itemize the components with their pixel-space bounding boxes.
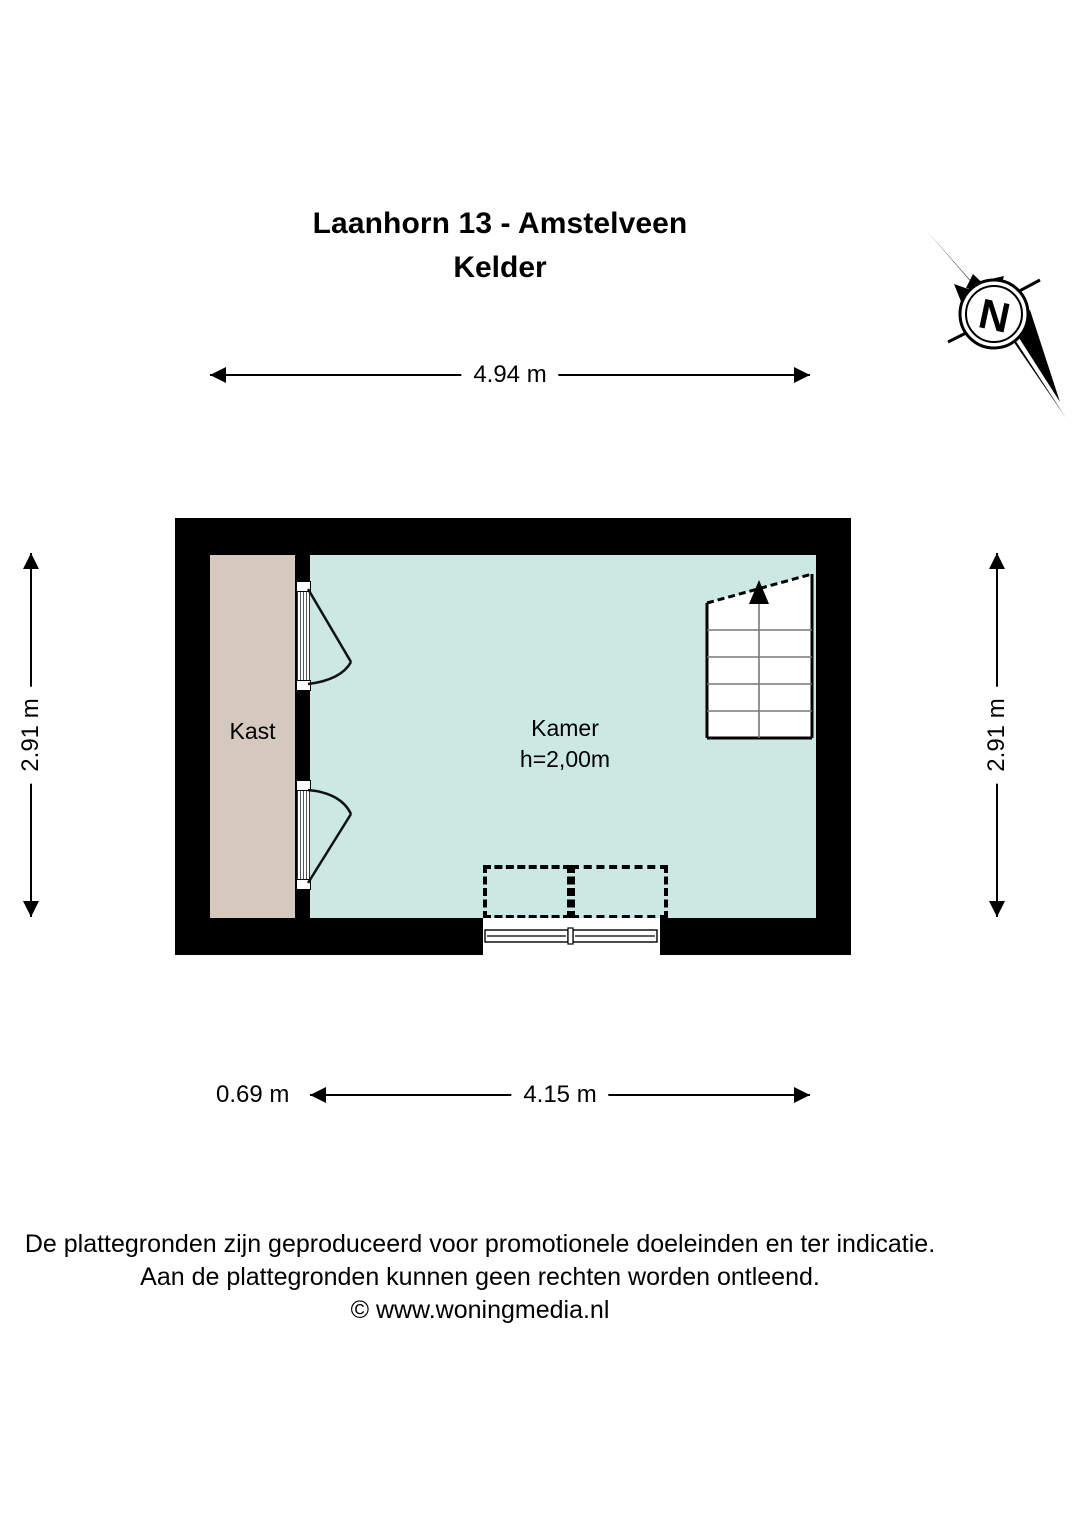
dimension-top-label: 4.94 m xyxy=(461,355,559,395)
arrow-up-icon xyxy=(989,553,1005,569)
staircase-up-icon xyxy=(705,572,814,740)
plan-floor-name: Kelder xyxy=(453,251,547,284)
dimension-bottom-left-label: 0.69 m xyxy=(216,1081,290,1108)
room-kast-area xyxy=(210,555,295,918)
arrow-left-icon xyxy=(210,367,226,383)
door-jamb-top xyxy=(296,581,311,592)
door-jamb-bottom xyxy=(296,680,311,691)
room-label-kamer-name: Kamer xyxy=(531,715,599,741)
room-label-kamer-height: h=2,00m xyxy=(519,746,611,772)
dimension-bottom-label: 4.15 m xyxy=(511,1075,609,1115)
door-leaf xyxy=(297,786,310,884)
disclaimer-line-2: Aan de plattegronden kunnen geen rechten… xyxy=(140,1263,820,1291)
floor-plan: Kast Kamer h=2,00m xyxy=(175,518,851,955)
door-kast-lower xyxy=(296,780,353,890)
copyright-line: © www.woningmedia.nl xyxy=(350,1296,610,1324)
door-leaf xyxy=(297,587,310,685)
plan-address: Laanhorn 13 - Amstelveen xyxy=(312,207,688,240)
page-title: Laanhorn 13 - Amstelveen Kelder xyxy=(0,205,1000,287)
dimension-left: 2.91 m xyxy=(17,553,45,917)
door-swing-arc xyxy=(307,588,353,686)
door-swing-arc xyxy=(307,788,353,884)
window-double-icon xyxy=(483,918,660,955)
arrow-right-icon xyxy=(794,367,810,383)
dimension-right: 2.91 m xyxy=(983,553,1011,917)
dimension-left-label: 2.91 m xyxy=(17,686,45,784)
arrow-down-icon xyxy=(989,901,1005,917)
dimension-bottom: 4.15 m xyxy=(310,1075,810,1115)
door-jamb-top xyxy=(296,780,311,791)
door-jamb-bottom xyxy=(296,879,311,890)
arrow-up-icon xyxy=(23,553,39,569)
disclaimer-footer: De plattegronden zijn geproduceerd voor … xyxy=(0,1228,960,1327)
room-label-kamer: Kamer h=2,00m xyxy=(455,713,675,775)
window-niche-right xyxy=(571,865,668,919)
door-kast-upper xyxy=(296,581,353,691)
arrow-right-icon xyxy=(794,1087,810,1103)
dimension-right-label: 2.91 m xyxy=(983,686,1011,784)
arrow-down-icon xyxy=(23,901,39,917)
window-niche-left xyxy=(483,865,571,919)
room-label-kast: Kast xyxy=(229,718,276,744)
compass-north-icon: N xyxy=(918,218,1078,423)
disclaimer-line-1: De plattegronden zijn geproduceerd voor … xyxy=(24,1230,936,1258)
dimension-top: 4.94 m xyxy=(210,355,810,395)
arrow-left-icon xyxy=(310,1087,326,1103)
